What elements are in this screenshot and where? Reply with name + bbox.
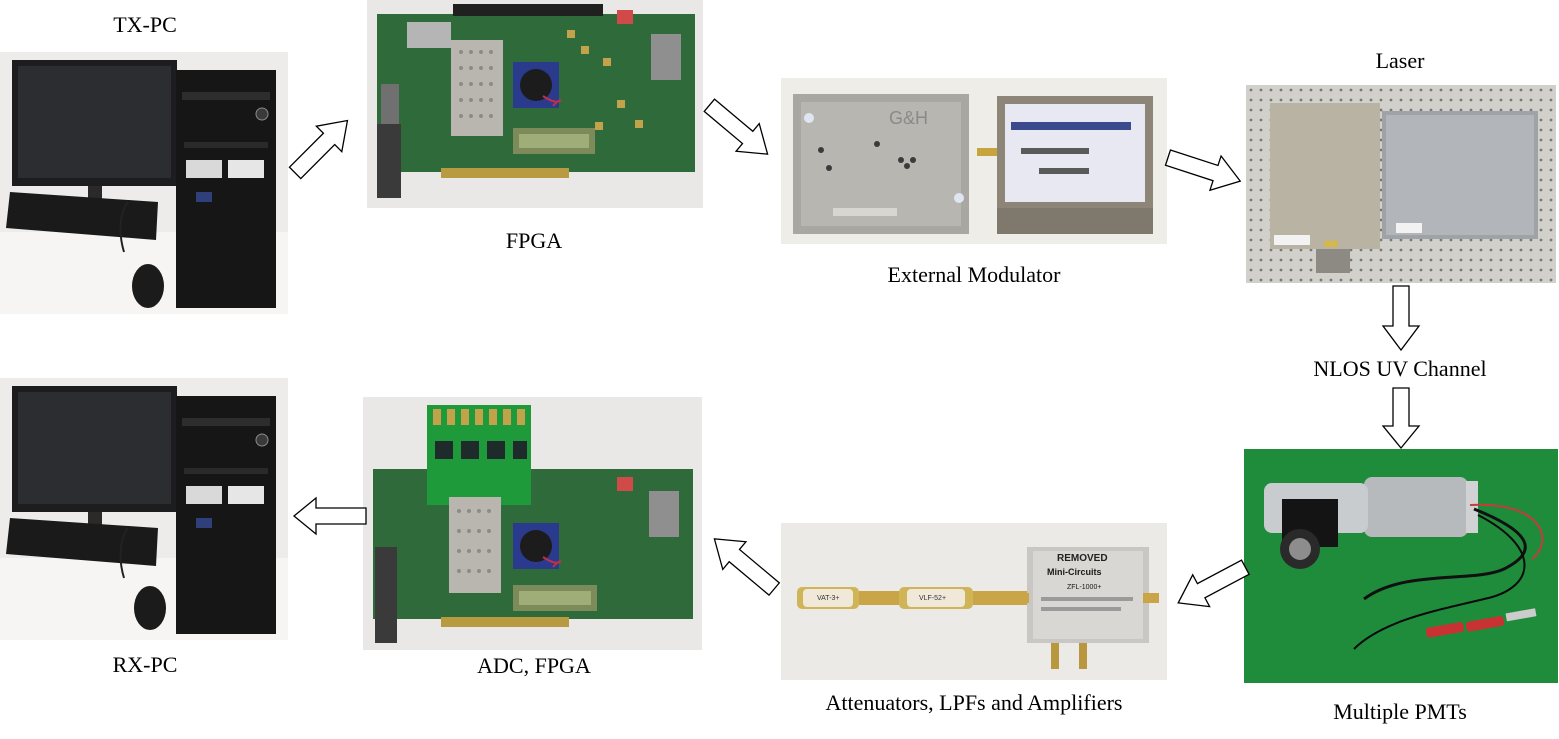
removed-text: REMOVED xyxy=(1057,553,1108,564)
gh-logo-text: G&H xyxy=(889,108,928,128)
fpga-label: FPGA xyxy=(505,228,563,253)
arrow-shape-3 xyxy=(1164,149,1242,192)
multiple-pmts-photo xyxy=(1244,449,1558,683)
mini-circuits-text: Mini-Circuits xyxy=(1047,567,1102,577)
arrow-shape-8 xyxy=(292,496,367,536)
tx-pc-photo xyxy=(0,52,288,314)
arrow-shape-4 xyxy=(1381,285,1421,352)
nlos-uv-channel-label: NLOS UV Channel xyxy=(1313,356,1487,381)
rx-pc-photo xyxy=(0,378,288,640)
arrow-shape-6 xyxy=(1177,559,1250,608)
external-modulator-label: External Modulator xyxy=(887,262,1061,287)
arrow-shape-2 xyxy=(703,98,769,155)
laser-photo xyxy=(1246,85,1556,283)
vlf-text: VLF-52+ xyxy=(919,595,946,602)
attenuators-label: Attenuators, LPFs and Amplifiers xyxy=(825,690,1123,715)
arrow-shape-5 xyxy=(1381,387,1421,450)
multiple-pmts-label: Multiple PMTs xyxy=(1333,699,1467,724)
fpga-photo xyxy=(367,0,703,208)
arrow-shape-1 xyxy=(288,119,349,180)
adc-fpga-label: ADC, FPGA xyxy=(477,653,591,678)
adc-fpga-photo xyxy=(363,397,702,650)
rx-pc-label: RX-PC xyxy=(112,652,178,677)
arrow-shape-7 xyxy=(713,538,781,597)
tx-pc-label: TX-PC xyxy=(113,12,177,37)
vat-text: VAT-3+ xyxy=(817,595,840,602)
external-modulator-photo: G&H xyxy=(781,78,1167,244)
laser-label: Laser xyxy=(1375,48,1425,73)
attenuators-photo: VAT-3+ VLF-52+ REMOVED Mini-Circuits ZFL… xyxy=(781,523,1167,680)
zfl-model-text: ZFL-1000+ xyxy=(1067,584,1101,591)
